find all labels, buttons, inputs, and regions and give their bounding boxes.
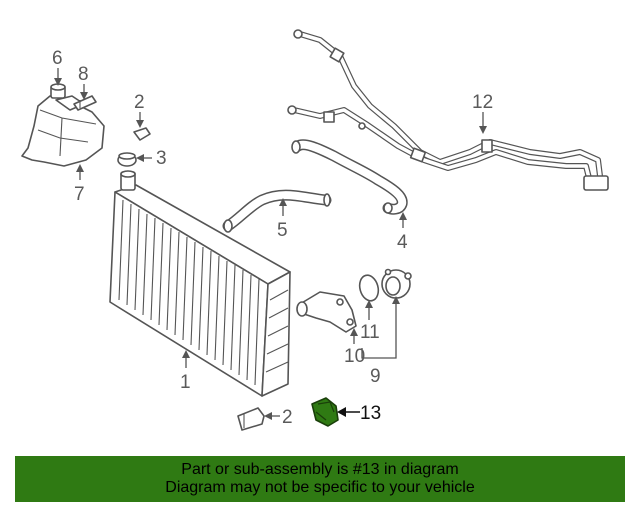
radiator-hose-upper-part[interactable] (291, 139, 408, 215)
banner-line-2: Diagram may not be specific to your vehi… (165, 479, 475, 496)
banner-line-1: Part or sub-assembly is #13 in diagram (181, 461, 459, 478)
callout-3: 3 (156, 148, 167, 169)
callout-5: 5 (277, 220, 288, 241)
thermostat-part[interactable] (381, 268, 412, 299)
hose-clamp-part-bottom[interactable] (237, 407, 265, 431)
radiator-cap-part[interactable] (117, 152, 137, 167)
callout-2-bottom: 2 (282, 407, 293, 428)
callout-4: 4 (397, 232, 408, 253)
thermostat-gasket-part[interactable] (357, 273, 381, 303)
callout-6: 6 (52, 48, 63, 69)
reservoir-bracket-part[interactable] (73, 95, 97, 111)
callout-10: 10 (344, 346, 365, 367)
hose-clamp-part-top[interactable] (133, 127, 151, 141)
reservoir-cap-part[interactable] (50, 83, 66, 99)
callout-7: 7 (74, 184, 85, 205)
radiator-hose-lower-part[interactable] (222, 189, 332, 233)
parts-diagram: 6 8 2 3 7 5 4 12 1 2 11 10 9 13 (21, 29, 609, 431)
callout-13: 13 (360, 403, 381, 424)
leader-lines (54, 68, 487, 420)
thermostat-housing-part[interactable] (296, 291, 357, 333)
callout-1: 1 (180, 372, 191, 393)
heater-pipe-part[interactable] (287, 29, 609, 191)
callout-8: 8 (78, 64, 89, 85)
callout-12: 12 (472, 92, 493, 113)
callout-11: 11 (360, 322, 380, 343)
callout-9: 9 (370, 366, 381, 387)
coolant-temperature-sensor-part[interactable] (311, 397, 339, 427)
coolant-reservoir-part[interactable] (21, 95, 105, 167)
radiator-part[interactable] (109, 170, 291, 397)
info-banner: Part or sub-assembly is #13 in diagram D… (15, 456, 625, 502)
callout-2-top: 2 (134, 92, 145, 113)
